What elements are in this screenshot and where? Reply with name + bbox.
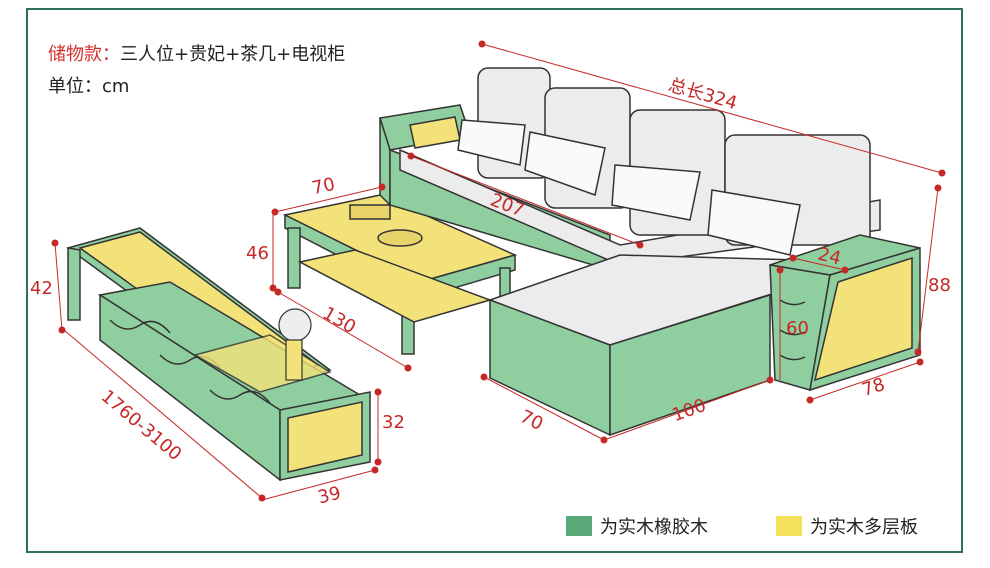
dimension-lines [51,40,946,502]
dim-arm-height: 60 [786,318,809,339]
unit-value: cm [102,76,130,97]
dim-tv-height: 42 [30,278,53,299]
storage-value: 三人位+贵妃+茶几+电视柜 [120,44,346,65]
coffee-table [282,194,518,355]
tv-cabinet [66,227,371,482]
rubberwood-swatch [566,516,592,536]
plywood-label: 为实木多层板 [810,517,918,538]
sofa [379,67,921,437]
dim-sofa-height: 88 [928,275,951,296]
unit-label: 单位： [48,76,102,97]
rubberwood-label: 为实木橡胶木 [600,517,708,538]
plywood-swatch [776,516,802,536]
storage-title: 储物款：三人位+贵妃+茶几+电视柜 [48,40,345,66]
dim-tv-side-height: 32 [382,412,405,433]
vase-decoration [278,308,312,381]
unit-line: 单位：cm [48,72,129,98]
legend-plywood: 为实木多层板 [776,513,918,539]
dim-table-height: 46 [246,243,269,264]
legend-rubberwood: 为实木橡胶木 [566,513,708,539]
storage-label: 储物款： [48,44,120,65]
